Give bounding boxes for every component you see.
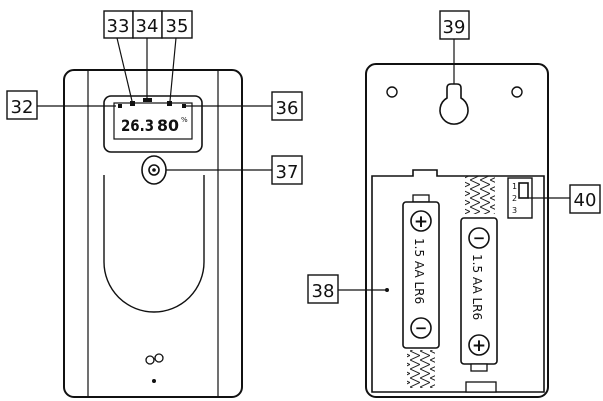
front-hole-left xyxy=(145,355,155,365)
battery-right-bottom-sign: + xyxy=(472,336,486,356)
front-unit: 26.3 80 % xyxy=(63,69,243,398)
back-screw-hole-right xyxy=(511,86,523,98)
callout-33: 33 xyxy=(107,16,130,37)
callouts: 32 33 34 35 36 37 38 39 40 xyxy=(6,10,601,304)
battery-left-minus-icon xyxy=(410,317,432,339)
front-dot xyxy=(152,379,156,383)
battery-left-label: 1.5 AA LR6 xyxy=(412,238,426,304)
callout-34: 34 xyxy=(136,16,159,37)
callout-38: 38 xyxy=(312,281,335,302)
battery-right-top-sign: − xyxy=(473,229,486,247)
keyhole-hanger xyxy=(439,83,469,125)
front-hole-right xyxy=(154,353,164,363)
lcd-indicator-36 xyxy=(182,104,186,108)
callout-36: 36 xyxy=(276,98,299,119)
front-recess-outline xyxy=(103,175,205,313)
battery-left-nub xyxy=(412,194,430,203)
callout-box-38 xyxy=(307,274,339,304)
callout-37: 37 xyxy=(276,162,299,183)
lcd-reading-right: 80 xyxy=(157,116,179,135)
lcd-indicator-33 xyxy=(130,101,135,106)
lcd-screen xyxy=(113,102,193,140)
switch-position-1: 1 xyxy=(512,182,517,191)
battery-right-plus-icon xyxy=(468,334,490,356)
battery-left-plus-icon xyxy=(410,210,432,232)
leader-33 xyxy=(116,37,133,102)
callout-box-36 xyxy=(271,91,303,121)
back-screw-hole-left xyxy=(386,86,398,98)
switch-position-3: 3 xyxy=(512,206,517,215)
battery-right-nub xyxy=(470,363,488,372)
lcd-indicator-35 xyxy=(167,101,172,106)
spring-bottom-left xyxy=(407,350,435,388)
lcd-reading-left: 26.3 xyxy=(121,116,154,135)
back-unit: + 1.5 AA LR6 − − 1.5 AA LR6 + 1 2 3 xyxy=(365,63,549,398)
front-button-center xyxy=(152,168,156,172)
leader-35 xyxy=(169,37,177,102)
lcd-indicator-32 xyxy=(118,104,122,108)
lcd-unit-mark: % xyxy=(181,116,188,124)
callout-box-40 xyxy=(569,184,601,214)
callout-40: 40 xyxy=(574,190,597,211)
callout-box-34 xyxy=(132,10,163,39)
battery-right-minus-icon xyxy=(468,227,490,249)
callout-32: 32 xyxy=(11,97,34,118)
switch-position-2: 2 xyxy=(512,194,517,203)
battery-compartment-bottom-tab xyxy=(465,381,497,393)
spring-top-right xyxy=(465,176,495,214)
battery-left-body xyxy=(402,201,440,349)
battery-left-top-sign: + xyxy=(414,212,428,232)
callout-box-37 xyxy=(271,155,303,185)
callout-35: 35 xyxy=(166,16,189,37)
battery-right: − 1.5 AA LR6 + xyxy=(460,217,498,372)
switch-slider[interactable] xyxy=(518,182,529,199)
lcd-indicator-34 xyxy=(143,98,152,102)
battery-left: + 1.5 AA LR6 − xyxy=(402,194,440,349)
callout-box-39 xyxy=(439,10,470,40)
callout-box-33 xyxy=(103,10,134,39)
callout-box-35 xyxy=(161,10,193,39)
battery-right-label: 1.5 AA LR6 xyxy=(470,254,484,320)
callout-box-32 xyxy=(6,90,38,120)
battery-left-bottom-sign: − xyxy=(415,319,428,337)
callout-39: 39 xyxy=(443,17,466,38)
